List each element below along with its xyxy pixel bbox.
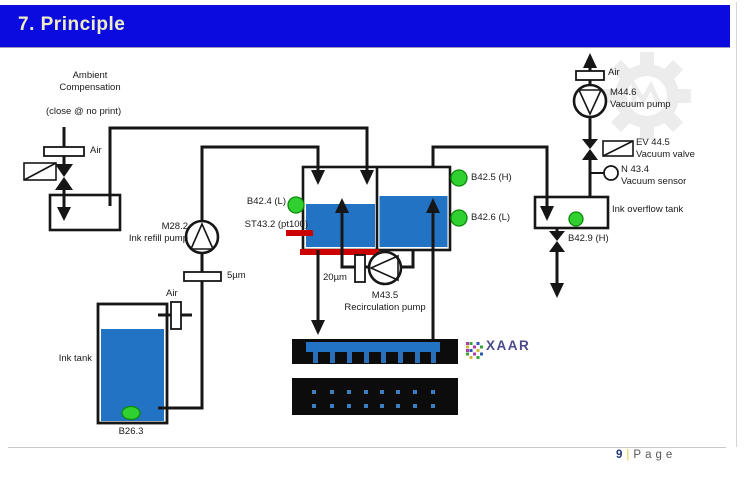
flow-arrows <box>57 53 597 335</box>
printhead <box>292 339 458 364</box>
b42-6-indicator <box>450 209 468 227</box>
filter-20um-label: 20µm <box>323 272 347 283</box>
vacuum-valve-name-label: Vacuum valve <box>636 149 695 160</box>
vacuum-valve-icon <box>582 139 598 160</box>
recirc-pump-name-label: Recirculation pump <box>344 302 426 313</box>
st43-2-label: ST43.2 (pt100) <box>244 219 308 230</box>
vacuum-air-filter-icon <box>575 70 605 81</box>
vacuum-pump-name-label: Vacuum pump <box>610 99 671 110</box>
nozzle-plate <box>292 378 458 415</box>
vacuum-pump-icon <box>572 83 608 119</box>
filter-icons <box>43 70 605 330</box>
right-border-line <box>736 2 737 447</box>
filter-5um-label: 5µm <box>227 270 246 281</box>
b42-5-label: B42.5 (H) <box>471 172 512 183</box>
refill-pump-id-label: M28.2 <box>161 221 188 232</box>
filter-5um-icon <box>183 271 222 282</box>
b42-4-indicator <box>287 196 305 214</box>
pump-icons <box>184 83 608 286</box>
header-tank-shape <box>301 165 452 252</box>
overflow-valve-icon <box>549 231 565 252</box>
page-title: 7. Principle <box>18 14 126 35</box>
page-number: 9 <box>616 449 623 461</box>
ink-tank-vent-filter-icon <box>170 301 182 330</box>
ink-tank-label: Ink tank <box>58 353 92 364</box>
filter-20um-icon <box>354 254 366 283</box>
b42-9-label: B42.9 (H) <box>568 233 609 244</box>
ambient-note-label: (close @ no print) <box>46 106 122 117</box>
vacuum-sensor-icon <box>603 165 619 181</box>
b42-4-label: B42.4 (L) <box>246 196 286 207</box>
refill-pump-name-label: Ink refill pump <box>128 233 188 244</box>
recirc-pump-id-label: M43.5 <box>371 290 399 301</box>
xaar-brand-text: XAAR <box>486 338 531 353</box>
vacuum-pump-id-label: M44.6 <box>610 87 637 98</box>
vacuum-sensor-id-label: N 43.4 <box>621 164 649 175</box>
solenoid-boxes <box>23 140 634 181</box>
air-inlet-label: Air <box>90 145 102 156</box>
b42-6-label: B42.6 (L) <box>471 212 511 223</box>
valve-icons <box>55 139 598 252</box>
ink-tank-shape <box>96 302 169 425</box>
b26-3-indicator <box>121 405 141 421</box>
b42-9-indicator <box>568 211 584 227</box>
vacuum-sensor-name-label: Vacuum sensor <box>621 176 687 187</box>
heater-bar <box>300 249 379 255</box>
xaar-logo-icon <box>466 342 483 359</box>
footer-separator: | <box>626 449 630 461</box>
level-indicator-icons <box>121 169 584 421</box>
ambient-valve-icon <box>55 164 73 190</box>
ambient-compensation-label: Ambient Compensation <box>59 70 121 93</box>
vacuum-valve-id-label: EV 44.5 <box>636 137 670 148</box>
pt100-sensor-bar <box>286 230 313 236</box>
vacuum-air-label: Air <box>608 67 620 78</box>
b42-5-indicator <box>450 169 468 187</box>
page-word: Page <box>633 449 677 461</box>
recirculation-pump-icon <box>367 250 403 286</box>
ink-tank-air-label: Air <box>166 288 178 299</box>
slide-title-bar: 7. Principle <box>0 5 730 48</box>
air-filter-icon <box>43 146 85 157</box>
footer-divider-line <box>8 447 726 448</box>
refill-pump-icon <box>184 219 220 255</box>
page-footer: 9|Page <box>600 449 720 461</box>
overflow-tank-label: Ink overflow tank <box>612 204 684 215</box>
b26-3-label: B26.3 <box>118 426 144 437</box>
